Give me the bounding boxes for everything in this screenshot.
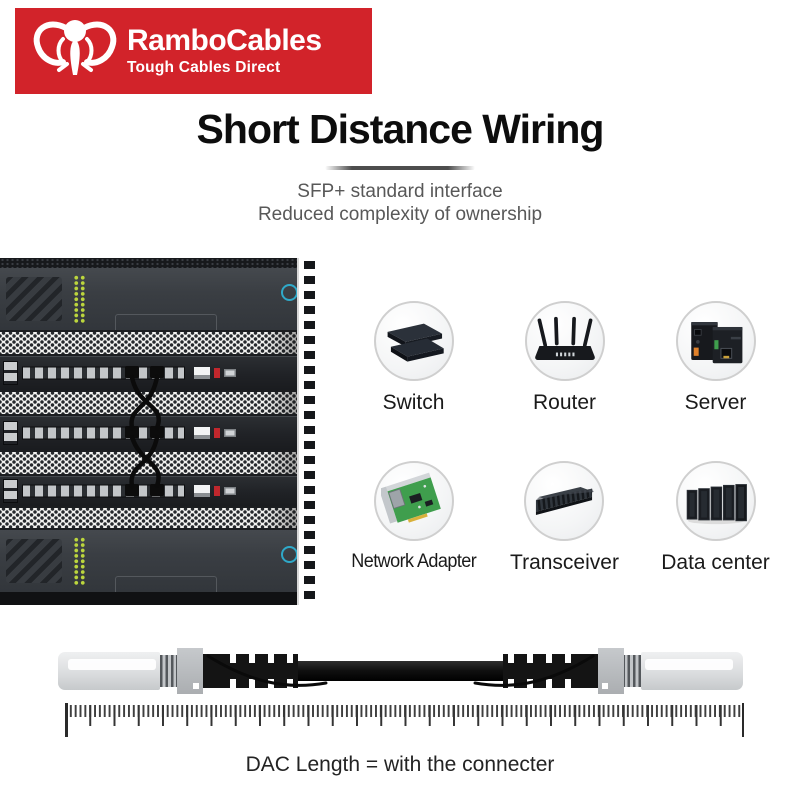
- connector-pins: [160, 655, 177, 687]
- title-underline-divider: [325, 166, 475, 170]
- device-data-center: Data center: [661, 461, 770, 575]
- usb-port: [224, 369, 236, 377]
- dac-cables-overlay: [125, 366, 164, 496]
- rack-top-panel: [0, 268, 323, 330]
- sfp-port-row: [22, 484, 185, 498]
- management-ports: [194, 367, 236, 379]
- rack-bottom-panel: [0, 530, 323, 592]
- router-icon: [534, 316, 595, 360]
- rj45-port-pair: [3, 421, 18, 445]
- usb-port: [224, 487, 236, 495]
- connector-body: [641, 652, 743, 690]
- line-card-row: [0, 416, 323, 450]
- status-led-red: [214, 368, 220, 378]
- management-ports: [194, 427, 236, 439]
- cable-boot: [203, 654, 298, 688]
- mesh-vent-band: [0, 390, 323, 416]
- console-port: [194, 427, 210, 439]
- length-ruler: [65, 703, 744, 737]
- device-circle: [373, 301, 454, 381]
- server-icon: [690, 322, 742, 364]
- mesh-vent-band: [0, 450, 323, 476]
- ram-head-icon: [33, 20, 117, 75]
- transceiver-icon: [536, 486, 595, 516]
- device-circle: [524, 301, 605, 381]
- connector-latch-block: [598, 648, 624, 694]
- connector-latch-block: [177, 648, 203, 694]
- brand-logo: RamboCables Tough Cables Direct: [15, 8, 372, 94]
- vent-grille: [6, 277, 62, 321]
- rj45-port-pair: [3, 479, 18, 503]
- console-port: [194, 485, 210, 497]
- cable-jacket: [298, 661, 503, 681]
- subtitle-line-2: Reduced complexity of ownership: [257, 204, 543, 225]
- sfp-connector-left: [58, 648, 298, 694]
- data-center-icon: [686, 484, 747, 525]
- vent-grille: [6, 539, 62, 583]
- sfp-port-row: [22, 366, 185, 380]
- line-card-row: [0, 476, 323, 506]
- rack-top-edge: [0, 258, 323, 268]
- device-label: Router: [532, 391, 597, 414]
- device-label: Switch: [382, 391, 445, 414]
- console-port: [194, 367, 210, 379]
- subtitle-line-1: SFP+ standard interface: [297, 181, 503, 202]
- rj45-port-pair: [3, 361, 18, 385]
- dac-cable-photo: [58, 648, 743, 694]
- device-circle: [524, 461, 605, 541]
- status-led-red: [214, 486, 220, 496]
- device-label: Transceiver: [510, 551, 619, 574]
- mesh-vent-band: [0, 330, 323, 356]
- device-circle: [675, 301, 756, 381]
- switch-icon: [387, 323, 444, 362]
- device-label: Data center: [661, 551, 770, 574]
- figure-caption: DAC Length = with the connecter: [245, 753, 555, 776]
- device-router: Router: [524, 301, 605, 415]
- compatible-devices-grid: Switch: [338, 301, 800, 575]
- status-led-red: [214, 428, 220, 438]
- device-transceiver: Transceiver: [510, 461, 619, 575]
- rack-bottom-edge: [0, 592, 323, 605]
- device-switch: Switch: [373, 301, 454, 415]
- panel-plate: [115, 576, 217, 592]
- device-label: Server: [684, 391, 747, 414]
- rack-mount-rail: [297, 258, 323, 605]
- brand-name: RamboCables: [127, 24, 322, 58]
- network-adapter-icon: [380, 472, 441, 524]
- chassis-switch-photo: [0, 258, 323, 605]
- connector-pins: [624, 655, 641, 687]
- device-label: Network Adapter: [351, 551, 476, 572]
- brand-tagline: Tough Cables Direct: [127, 59, 281, 77]
- status-led-array: [73, 537, 86, 585]
- device-circle: [675, 461, 756, 541]
- panel-plate: [115, 314, 217, 330]
- device-network-adapter: Network Adapter: [348, 461, 479, 575]
- connector-body: [58, 652, 160, 690]
- mesh-vent-band: [0, 506, 323, 530]
- sfp-connector-right: [503, 648, 743, 694]
- sfp-port-row: [22, 426, 185, 440]
- device-server: Server: [675, 301, 756, 415]
- page-title: Short Distance Wiring: [196, 106, 605, 152]
- management-ports: [194, 485, 236, 497]
- device-circle: [373, 461, 454, 541]
- usb-port: [224, 429, 236, 437]
- cable-boot: [503, 654, 598, 688]
- status-led-array: [73, 275, 86, 323]
